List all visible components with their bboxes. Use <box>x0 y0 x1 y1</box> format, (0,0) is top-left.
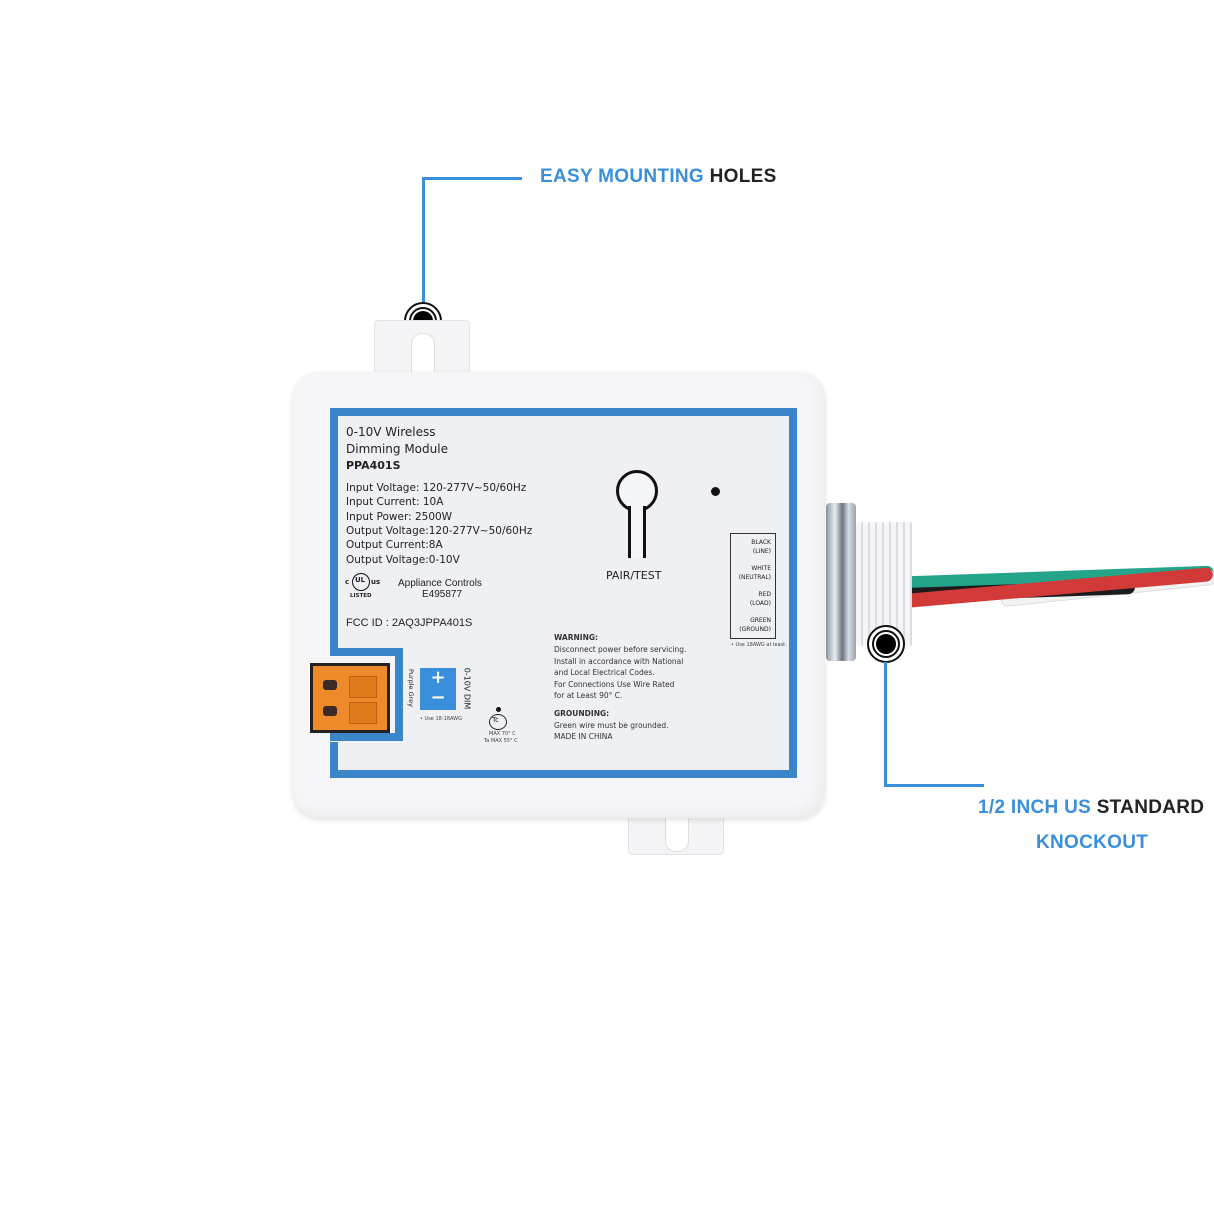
wire-color-table: BLACK (LINE) WHITE (NEUTRAL) RED (LOAD) … <box>730 533 776 639</box>
grounding-title: GROUNDING: <box>554 709 610 718</box>
callout-line-bottom-vertical <box>884 662 887 786</box>
tc-line1: MAX 70° C <box>489 731 516 737</box>
tc-line2: Ta MAX 55° C <box>484 738 518 744</box>
dim-plus: + <box>430 667 446 688</box>
mounting-hole <box>411 333 435 379</box>
pair-test-key-stem <box>628 506 646 558</box>
tc-circle-icon <box>489 714 507 730</box>
mounting-tab-top <box>374 320 470 382</box>
label-notch-border-v <box>395 648 403 740</box>
dim-minus: − <box>430 687 446 708</box>
warning-line: for at Least 90° C. <box>554 691 623 700</box>
dim-note: • Use 18-18AWG <box>420 716 462 722</box>
ul-c: c <box>345 578 350 586</box>
wire-color: GREEN <box>750 617 771 624</box>
callout-top-text: EASY MOUNTING HOLES <box>540 166 777 188</box>
terminal-hole-1 <box>323 680 337 690</box>
callout-line-top-vertical <box>422 177 425 305</box>
label-notch-border-h2 <box>330 733 403 741</box>
cert-line2: E495877 <box>422 589 463 600</box>
ul-text: UL <box>355 576 366 584</box>
label-notch-border-h <box>330 648 403 656</box>
device-label <box>330 408 797 778</box>
label-title-line2: Dimming Module <box>346 442 448 456</box>
status-led-icon <box>711 487 720 496</box>
terminal-lever-2[interactable] <box>349 702 377 724</box>
terminal-lever-1[interactable] <box>349 676 377 698</box>
wire-color: RED <box>758 591 771 598</box>
fcc-id: FCC ID : 2AQ3JPPA401S <box>346 617 473 629</box>
spec-line: Output Current:8A <box>346 539 443 551</box>
tc-dot-icon <box>496 707 501 712</box>
warning-line: Install in accordance with National <box>554 657 684 666</box>
dim-wire-colors: Purple Grey <box>407 668 416 708</box>
ul-listed-icon: c UL us LISTED <box>345 572 387 604</box>
wire-note: • Use 18AWG at least. <box>731 642 787 648</box>
dim-terminal-block[interactable] <box>310 663 390 733</box>
tc-symbol: Tc <box>492 716 499 724</box>
wire-role: (NEUTRAL) <box>738 574 771 581</box>
spec-line: Input Voltage: 120-277V~50/60Hz <box>346 482 527 494</box>
wire-role: (GROUND) <box>739 626 771 633</box>
callout-top-highlight: EASY MOUNTING <box>540 166 705 187</box>
ul-listed: LISTED <box>350 593 372 599</box>
callout-bottom-line1: 1/2 INCH US STANDARD <box>978 797 1204 819</box>
cert-line1: Appliance Controls <box>398 578 482 589</box>
pair-test-label: PAIR/TEST <box>606 569 662 582</box>
spec-line: Input Current: 10A <box>346 496 444 508</box>
grounding-line: MADE IN CHINA <box>554 732 613 741</box>
wire-color: BLACK <box>751 539 771 546</box>
callout-bottom-line2: KNOCKOUT <box>1036 832 1149 853</box>
label-title-line1: 0-10V Wireless <box>346 425 436 439</box>
wire-role: (LOAD) <box>749 600 771 607</box>
terminal-hole-2 <box>323 706 337 716</box>
wire-color: WHITE <box>751 565 771 572</box>
wire-role: (LINE) <box>752 548 771 555</box>
knockout-locknut <box>826 503 856 661</box>
callout-bottom-highlight: 1/2 INCH US <box>978 797 1092 818</box>
dim-polarity-box: + − <box>420 668 456 710</box>
grounding-line: Green wire must be grounded. <box>554 721 669 730</box>
spec-line: Input Power: 2500W <box>346 511 453 523</box>
callout-top-rest: HOLES <box>709 166 777 187</box>
spec-line: Output Voltage:0-10V <box>346 554 460 566</box>
callout-marker-bottom-icon <box>867 625 905 663</box>
callout-line-bottom-horizontal <box>884 784 984 787</box>
warning-line: Disconnect power before servicing. <box>554 645 687 654</box>
pair-test-button[interactable] <box>614 470 658 562</box>
callout-bottom-rest: STANDARD <box>1096 797 1205 818</box>
label-model: PPA401S <box>346 459 401 472</box>
warning-title: WARNING: <box>554 633 599 642</box>
ul-us: us <box>371 578 381 586</box>
warning-line: and Local Electrical Codes. <box>554 668 655 677</box>
warning-line: For Connections Use Wire Rated <box>554 680 675 689</box>
dim-label: 0-10V DIM <box>462 667 472 710</box>
ul-circle <box>352 573 370 591</box>
spec-line: Output Voltage:120-277V~50/60Hz <box>346 525 533 537</box>
callout-line-top-horizontal <box>422 177 522 180</box>
